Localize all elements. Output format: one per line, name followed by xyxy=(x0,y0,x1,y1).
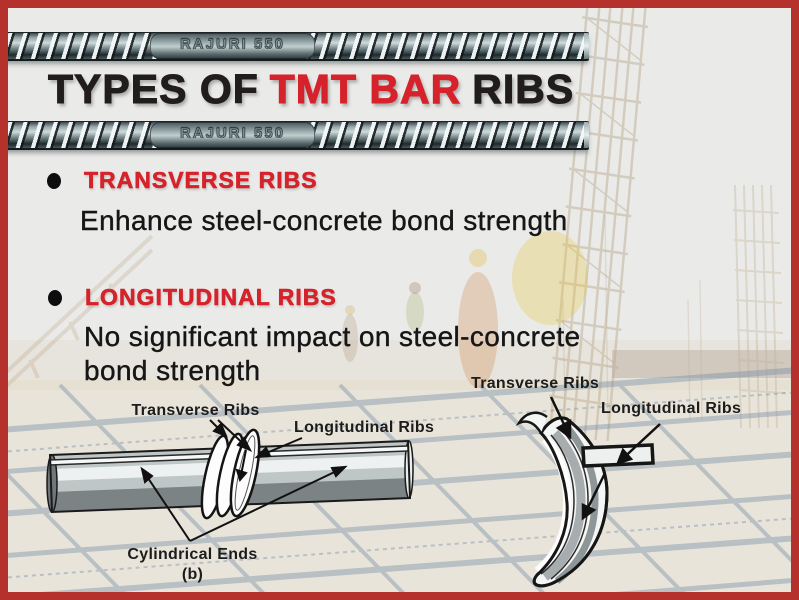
transverse-rib-collar xyxy=(200,428,261,520)
bullet-description-transverse: Enhance steel-concrete bond strength xyxy=(80,205,568,236)
left-diagram-transverse-label: Transverse Ribs xyxy=(131,402,260,419)
right-diagram-longitudinal-label: Longitudinal Ribs xyxy=(601,400,742,417)
distant-posts xyxy=(562,214,703,421)
title-suffix: RIBS xyxy=(472,66,575,113)
rebar-brand-label: RAJURI 550 xyxy=(150,122,315,148)
title-prefix: TYPES OF xyxy=(48,66,259,113)
annotation-arrows xyxy=(140,419,348,542)
right-diagram-transverse-label: Transverse Ribs xyxy=(471,375,600,392)
bullet-description-longitudinal: No significant impact on steel-concrete … xyxy=(84,321,581,386)
rebar-column-tower xyxy=(548,0,648,442)
bullet-dot xyxy=(48,290,62,306)
bullet-heading-longitudinal: LONGITUDINAL RIBS xyxy=(85,284,337,311)
title-highlight: TMT BAR xyxy=(269,66,462,113)
rebar-brand-label: RAJURI 550 xyxy=(150,33,315,59)
rib-segment-3d-diagram xyxy=(515,396,661,588)
bullet-heading-transverse: TRANSVERSE RIBS xyxy=(84,167,318,194)
rebar-bar-top: RAJURI 550 xyxy=(0,32,589,61)
tmt-bar-3d-diagram xyxy=(46,419,414,542)
rebar-column-tower-right xyxy=(732,184,786,429)
segment-tip xyxy=(515,411,548,434)
background-dark-band xyxy=(612,350,799,378)
crane-silhouette xyxy=(0,234,154,394)
left-diagram-longitudinal-label: Longitudinal Ribs xyxy=(294,419,435,436)
longitudinal-rib-block xyxy=(581,443,655,468)
bullet-dot xyxy=(47,173,61,189)
workers-silhouettes xyxy=(342,231,588,388)
left-diagram-cylindrical-label: Cylindrical Ends xyxy=(127,546,258,563)
annotation-arrows xyxy=(549,396,661,521)
left-diagram-caption-b: (b) xyxy=(181,566,204,583)
rebar-bar-bottom: RAJURI 550 xyxy=(0,121,589,150)
